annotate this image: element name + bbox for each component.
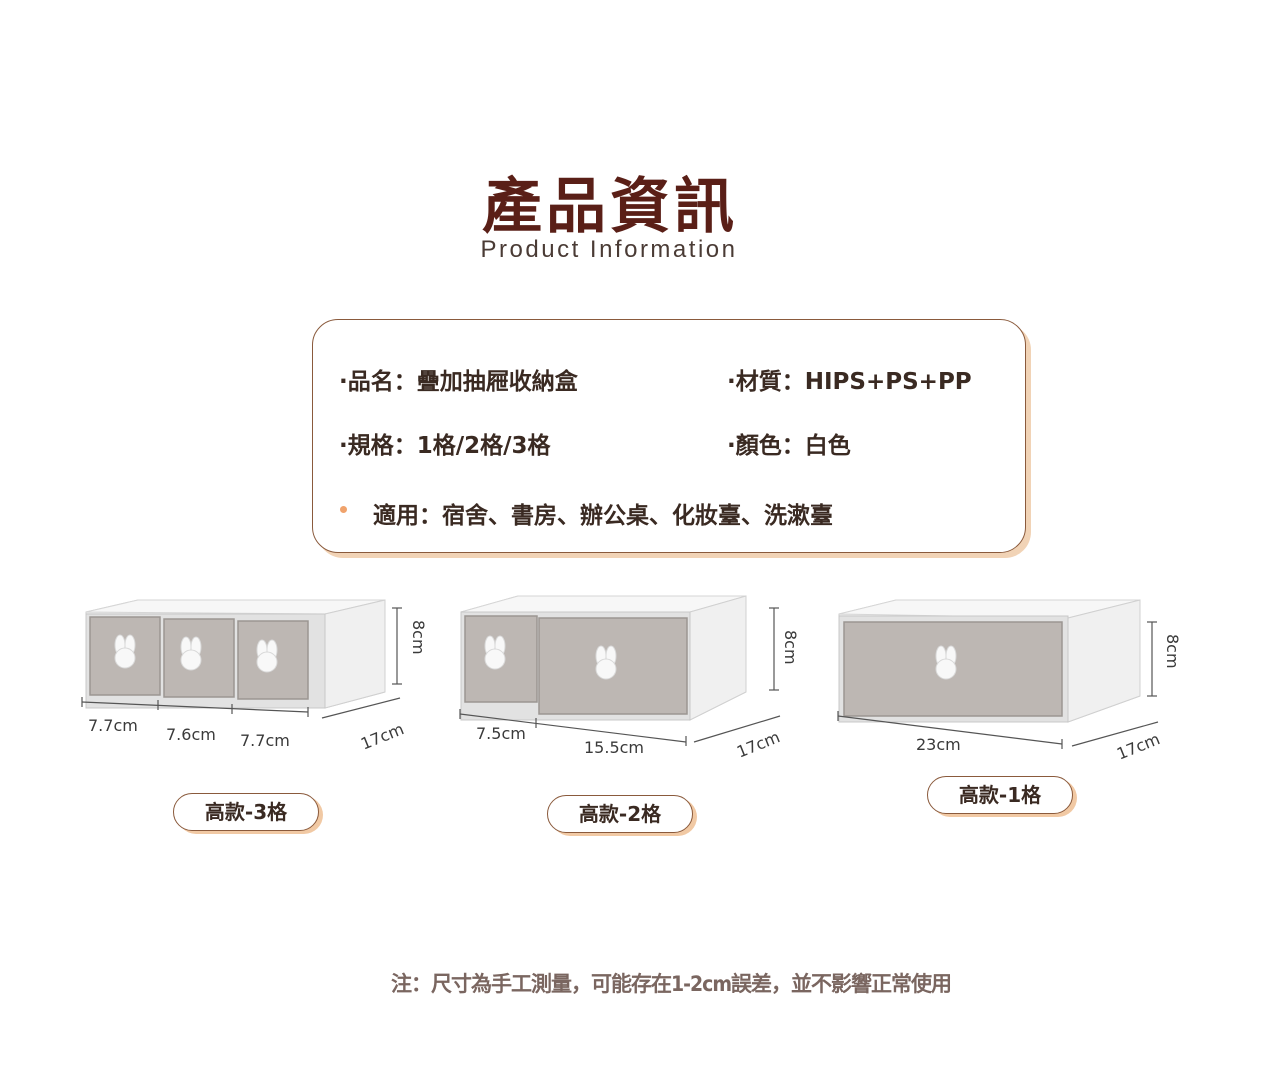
width-label: 7.7cm [88, 716, 138, 735]
width-label: 7.7cm [240, 731, 290, 750]
bunny-icon [484, 635, 617, 680]
spec-usage-value: 宿舍、書房、辦公桌、化妝臺、洗漱臺 [442, 503, 833, 529]
spec-name: ·品名疊加抽屜收納盒 [339, 362, 578, 396]
width-label: 23cm [916, 735, 961, 754]
height-label: 8cm [409, 620, 428, 655]
spec-material: ·材質HIPS+PS+PP [727, 362, 972, 396]
bunny-icon [935, 645, 957, 680]
height-label: 8cm [781, 630, 800, 665]
drawer-box-2-illustration [459, 595, 781, 746]
spec-size-value: 1格/2格/3格 [416, 433, 551, 459]
height-label: 8cm [1163, 634, 1182, 669]
spec-usage: 適用宿舍、書房、辦公桌、化妝臺、洗漱臺 [373, 496, 833, 530]
measurement-note: 注：尺寸為手工測量，可能存在1-2cm誤差，並不影響正常使用 [390, 972, 952, 996]
drawer-box-1-illustration [837, 599, 1159, 749]
spec-usage-label: 適用 [373, 503, 442, 529]
spec-size: ·規格1格/2格/3格 [339, 426, 551, 460]
width-label: 7.5cm [476, 724, 526, 743]
drawer-box-3-illustration [81, 599, 402, 719]
spec-size-label: ·規格 [339, 433, 417, 459]
product-label-2[interactable]: 高款-2格 [547, 795, 693, 833]
spec-color-label: ·顏色 [727, 433, 805, 459]
width-label: 15.5cm [584, 738, 645, 757]
spec-name-value: 疊加抽屜收納盒 [416, 369, 578, 395]
spec-name-label: ·品名 [339, 369, 417, 395]
page-title: 產品資訊 [482, 172, 738, 242]
bullet-dot-icon [340, 506, 347, 513]
product-3-drawer: 7.7cm 7.6cm 7.7cm 17cm 8cm [80, 599, 428, 760]
product-1-drawer: 23cm 17cm 8cm [836, 596, 1182, 764]
spec-color: ·顏色白色 [727, 426, 851, 460]
info-card: ·品名疊加抽屜收納盒 ·材質HIPS+PS+PP ·規格1格/2格/3格 ·顏色… [312, 319, 1026, 553]
product-label-3[interactable]: 高款-3格 [173, 793, 319, 831]
width-label: 7.6cm [166, 725, 216, 744]
spec-material-value: HIPS+PS+PP [804, 369, 972, 395]
page-subtitle: Product Information [480, 236, 738, 263]
spec-color-value: 白色 [804, 433, 851, 459]
spec-material-label: ·材質 [727, 369, 805, 395]
bunny-icon [114, 634, 278, 673]
product-2-drawer: 7.5cm 15.5cm 17cm 8cm [458, 592, 800, 762]
product-label-1[interactable]: 高款-1格 [927, 776, 1073, 814]
